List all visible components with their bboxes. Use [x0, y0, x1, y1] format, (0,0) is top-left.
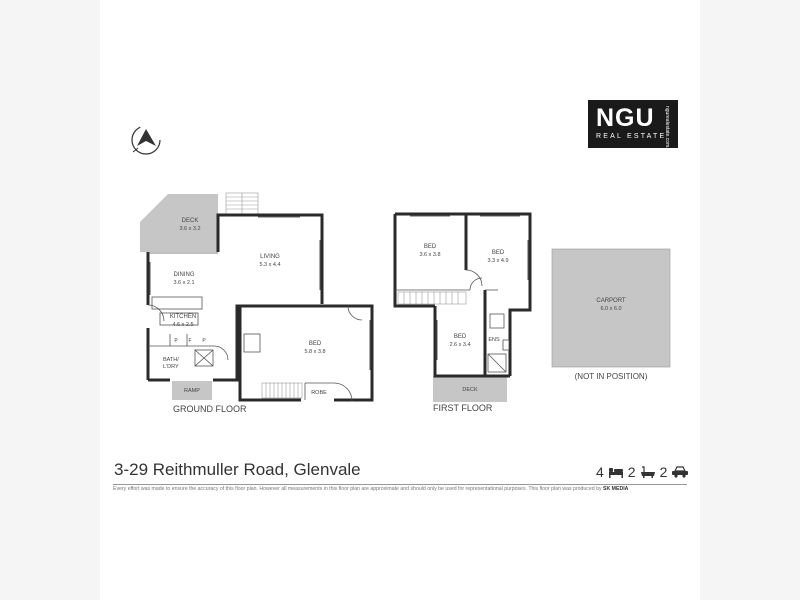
first-floor-windows: [410, 215, 529, 360]
ramp-area: [172, 381, 212, 400]
first-bed1-name: BED: [424, 244, 437, 250]
logo-mark: NGU: [596, 104, 655, 132]
deck-dims: 3.6 x 3.2: [179, 226, 200, 232]
first-floor-plan: BED 3.6 x 3.8 BED 3.3 x 4.9 BED 2.6 x 3.…: [393, 212, 532, 413]
logo-side-text: ngurealestate.com.au: [664, 106, 670, 155]
ground-floor-walls: [146, 213, 374, 402]
carport-name: CARPORT: [596, 298, 626, 304]
carport-note: (NOT IN POSITION): [575, 372, 648, 381]
first-bed3-dims: 2.6 x 3.4: [449, 342, 470, 348]
dining-dims: 3.6 x 2.1: [173, 280, 194, 286]
bath-label-line2: L'DRY: [163, 364, 179, 370]
bath-icon: [640, 466, 655, 478]
first-floor-deck-area: [433, 376, 507, 402]
first-bed3-name: BED: [454, 334, 467, 340]
disclaimer-text: Every effort was made to ensure the accu…: [113, 486, 602, 492]
ground-bed-dims: 5.8 x 3.8: [304, 349, 325, 355]
bed-count: 4: [596, 464, 604, 480]
deck-stairs: [225, 192, 259, 216]
car-count: 2: [659, 464, 668, 480]
bath-label-line1: BATH/: [163, 357, 179, 363]
first-bed1-dims: 3.6 x 3.8: [419, 252, 440, 258]
bath-count: 2: [627, 464, 636, 480]
fridge-mark: F: [188, 338, 191, 344]
ground-floor-label: GROUND FLOOR: [173, 404, 247, 414]
deck-name: DECK: [182, 218, 199, 224]
property-address: 3-29 Reithmuller Road, Glenvale: [114, 460, 361, 479]
footer-divider: [113, 484, 687, 485]
first-floor-walls: [393, 212, 532, 378]
first-bed2-name: BED: [492, 250, 505, 256]
north-arrow-icon: [131, 125, 161, 155]
footer-disclaimer: Every effort was made to ensure the accu…: [113, 486, 693, 492]
robe-label: ROBE: [311, 390, 327, 396]
agency-logo: NGU REAL ESTATE ngurealestate.com.au: [588, 100, 678, 154]
first-floor-stairs: [397, 291, 467, 305]
ground-floor-interior: [147, 252, 363, 402]
first-floor-interior: [395, 269, 510, 373]
carport-plan: CARPORT 6.0 x 6.0 (NOT IN POSITION): [551, 248, 671, 381]
carport-dims: 6.0 x 6.0: [600, 306, 621, 312]
dining-name: DINING: [174, 272, 195, 278]
pantry-mark-1: P: [174, 338, 178, 344]
ground-floor-stairs: [261, 382, 303, 399]
logo-subtitle: REAL ESTATE: [596, 133, 667, 140]
property-stats: 4 2 2: [596, 462, 689, 482]
ground-bed-name: BED: [309, 341, 322, 347]
kitchen-dims: 4.6 x 2.5: [172, 322, 193, 328]
first-floor-deck-label: DECK: [462, 387, 478, 393]
producer-name: SK MEDIA: [603, 486, 629, 492]
ground-floor-windows: [149, 216, 371, 370]
ramp-label: RAMP: [184, 388, 200, 394]
first-bed2-dims: 3.3 x 4.9: [487, 258, 508, 264]
living-name: LIVING: [260, 254, 280, 260]
first-floor-label: FIRST FLOOR: [433, 403, 493, 413]
pantry-mark-2: P: [202, 338, 206, 344]
kitchen-name: KITCHEN: [170, 314, 196, 320]
car-icon: [672, 466, 689, 478]
ground-floor-plan: DECK 3.6 x 3.2 LIVING 5.3 x 4.4 DINING 3…: [140, 192, 374, 414]
ensuite-label: ENS: [488, 337, 500, 343]
living-dims: 5.3 x 4.4: [259, 262, 280, 268]
bed-icon: [608, 468, 623, 478]
deck-area: [140, 194, 218, 252]
